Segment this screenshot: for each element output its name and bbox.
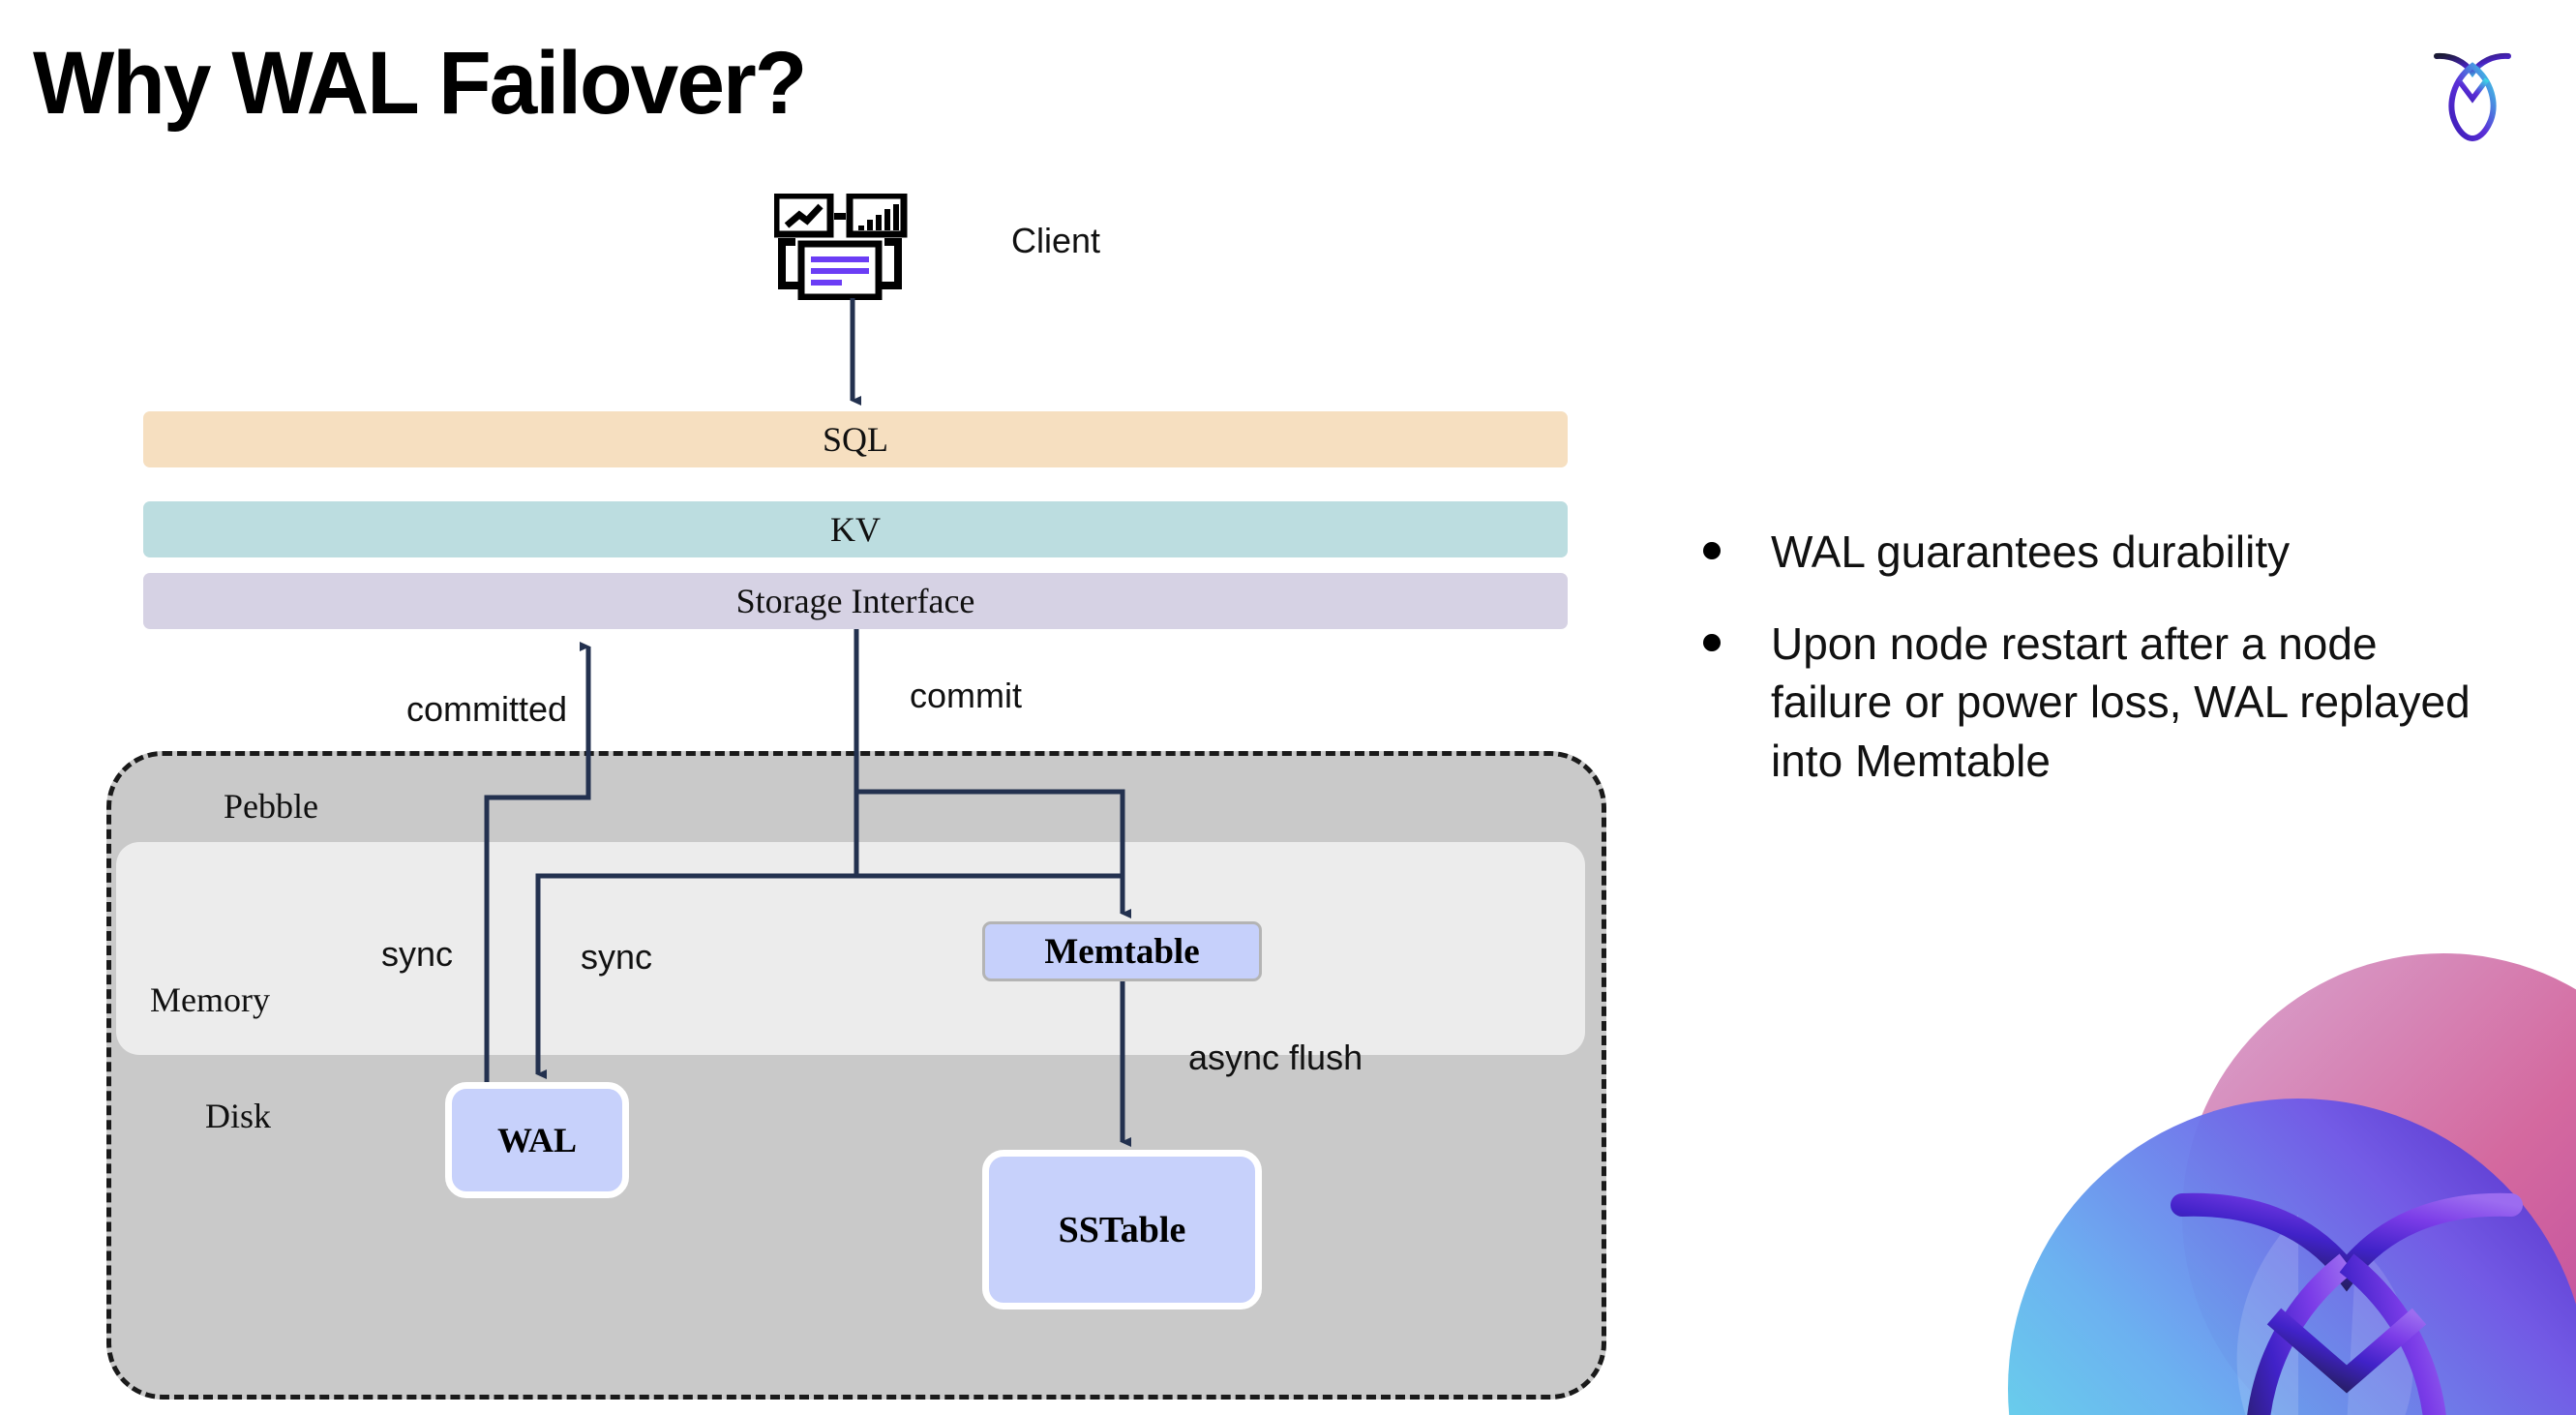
node-memtable: Memtable <box>982 921 1262 981</box>
edge-label-sync-2: sync <box>581 937 653 977</box>
node-label-memtable: Memtable <box>1044 931 1200 972</box>
bullet-dot-icon <box>1703 542 1721 559</box>
disk-label: Disk <box>205 1097 272 1135</box>
edge-label-committed: committed <box>406 689 568 729</box>
bullet-text: WAL guarantees durability <box>1771 527 2291 577</box>
architecture-diagram: Client SQL KV Storage Interface Pebble M… <box>106 194 1606 1400</box>
node-label-wal: WAL <box>496 1121 578 1159</box>
bullet-dot-icon <box>1703 633 1721 651</box>
layer-label-sql: SQL <box>822 420 888 459</box>
bullet-list: WAL guarantees durability Upon node rest… <box>1703 523 2497 824</box>
cockroach-leaf-logo-icon <box>2434 52 2511 142</box>
layer-bar-storage: Storage Interface <box>143 573 1568 629</box>
gradient-circles-decoration-icon <box>2008 953 2576 1415</box>
layer-label-kv: KV <box>830 510 881 549</box>
pebble-label: Pebble <box>224 787 318 826</box>
node-label-sstable: SSTable <box>1058 1209 1186 1250</box>
node-wal: WAL <box>445 1082 629 1198</box>
layer-label-storage: Storage Interface <box>735 582 975 620</box>
client-label: Client <box>1011 221 1101 260</box>
diagram-connectors <box>484 298 1131 1147</box>
memory-label: Memory <box>150 980 270 1019</box>
node-sstable: SSTable <box>982 1150 1262 1310</box>
edge-label-sync-1: sync <box>381 934 454 974</box>
edge-label-async-flush: async flush <box>1188 1038 1363 1077</box>
layer-bar-kv: KV <box>143 501 1568 557</box>
list-item: WAL guarantees durability <box>1703 523 2497 582</box>
layer-bar-sql: SQL <box>143 411 1568 467</box>
bullet-text: Upon node restart after a node failure o… <box>1771 617 2471 787</box>
page-title: Why WAL Failover? <box>33 34 807 133</box>
edge-label-commit: commit <box>910 676 1022 715</box>
client-terminal-icon <box>774 194 908 300</box>
list-item: Upon node restart after a node failure o… <box>1703 615 2497 791</box>
